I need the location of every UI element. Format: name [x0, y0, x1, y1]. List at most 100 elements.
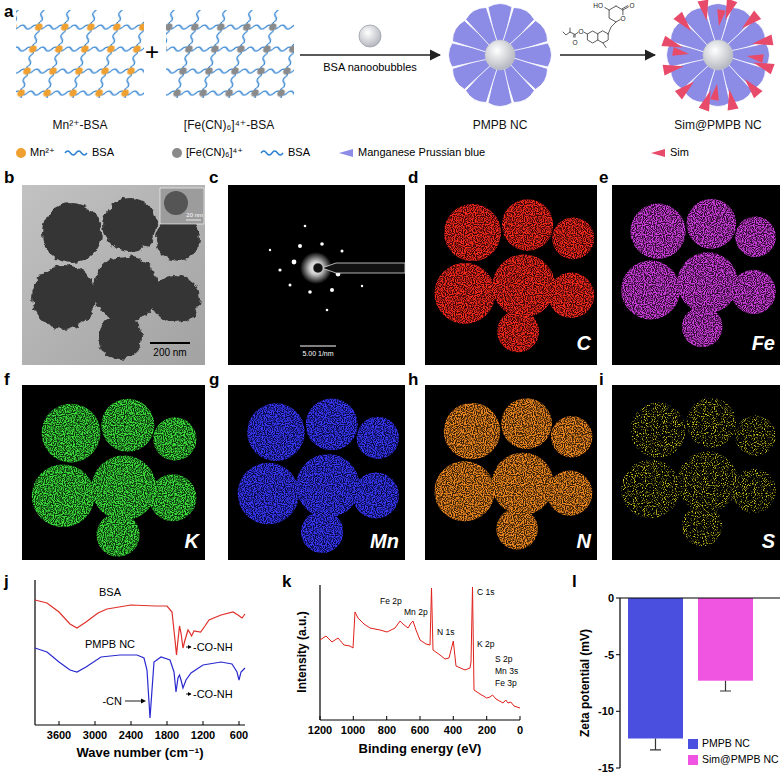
figure-label: C 1s — [477, 588, 494, 598]
figure-label: 600 — [230, 729, 248, 742]
figure-label: l — [572, 572, 577, 592]
simvastatin-structure — [608, 22, 616, 34]
sim-pmpb-flower — [674, 77, 697, 100]
sim-pmpb-flower — [722, 88, 738, 111]
xps-chart — [320, 716, 520, 720]
element-map-n — [434, 398, 592, 549]
legend-line-sample — [65, 151, 87, 155]
element-map-c — [435, 199, 595, 352]
node-label: PMPB NC — [471, 118, 530, 132]
element-map-k — [32, 399, 197, 557]
element-map-c — [435, 199, 595, 352]
element-map-mn — [228, 385, 405, 560]
saed-pattern — [289, 284, 292, 287]
process-arrow — [300, 54, 440, 56]
legend-swatch — [688, 755, 698, 765]
tem-image — [22, 185, 205, 365]
process-arrow — [560, 54, 655, 56]
edge-label: BSA nanoobubbles — [321, 61, 419, 74]
figure-label: Fe — [752, 332, 775, 355]
element-map-fe — [621, 199, 776, 347]
figure-label: 5.00 1/nm — [302, 350, 333, 358]
figure-label: 0 — [517, 724, 523, 737]
element-map-fe — [621, 199, 776, 347]
legend-line-sample — [260, 148, 284, 158]
figure-label: K — [185, 530, 199, 553]
figure-label: -10 — [598, 705, 614, 718]
figure-label: j — [4, 572, 9, 592]
ftir-chart — [188, 645, 192, 649]
xps-chart — [320, 587, 520, 708]
sim-pmpb-flower — [751, 59, 774, 75]
saed-pattern — [326, 309, 329, 312]
simvastatin-structure — [563, 28, 575, 35]
ftir-chart — [35, 600, 245, 655]
legend-label: PMPB NC — [702, 737, 750, 749]
zeta-bar-chart — [628, 598, 683, 739]
element-map-c — [425, 185, 597, 365]
ftir-chart — [35, 580, 245, 725]
node-label: Mn²⁺-BSA — [50, 118, 109, 132]
mn-bsa-network — [16, 10, 144, 98]
figure-label: -CO-NH — [193, 688, 233, 701]
scheme-node: [Fe(CN)₆]⁴⁺-BSA — [158, 8, 300, 132]
figure-label: S — [762, 530, 775, 553]
figure-label: e — [599, 168, 608, 188]
sim-pmpb-flower — [662, 59, 685, 75]
ftir-chart — [125, 701, 142, 702]
ftir-chart — [141, 699, 146, 704]
figure-label: N 1s — [437, 628, 454, 638]
saed-pattern — [269, 249, 271, 251]
legend-line-sample — [64, 148, 88, 158]
figure-label: Zeta potential (mV) — [579, 629, 593, 737]
node-label: [Fe(CN)₆]⁴⁺-BSA — [182, 118, 276, 132]
element-map-fe — [621, 199, 776, 347]
ftir-chart — [34, 580, 35, 725]
scheme-node: Sim@PMPB NC — [655, 0, 781, 132]
simvastatin-structure — [622, 6, 628, 10]
figure-label: O — [620, 15, 625, 22]
sim-pmpb-flower — [698, 88, 714, 111]
ftir-chart — [35, 724, 245, 725]
tem-image — [160, 188, 204, 224]
figure-label: -5 — [604, 649, 614, 662]
legend-swatch — [650, 148, 666, 158]
sim-pmpb-flower — [697, 0, 713, 22]
pmpb-flower — [449, 4, 552, 107]
element-map-c — [425, 185, 597, 365]
xps-chart — [320, 585, 520, 720]
tem-image — [22, 185, 205, 365]
legend-label: Sim@PMPB NC — [702, 753, 779, 765]
saed-pattern — [308, 290, 312, 294]
figure-label: Mn 3s — [495, 667, 518, 677]
simvastatin-structure — [584, 32, 587, 34]
legend-swatch — [338, 148, 354, 158]
simvastatin-structure — [587, 31, 597, 43]
saed-pattern — [322, 263, 405, 273]
sim-pmpb-flower — [716, 9, 726, 27]
legend-line-sample — [261, 151, 283, 155]
fe-bsa-network — [166, 10, 294, 98]
legend-label: [Fe(CN)₆]⁴⁺ — [186, 146, 243, 159]
legend-label: Manganese Prussian blue — [358, 146, 485, 159]
element-map-n — [434, 398, 592, 549]
simvastatin-structure — [574, 32, 578, 37]
element-map-mn — [238, 398, 399, 553]
saed-pattern — [320, 242, 324, 246]
figure-label: i — [599, 370, 604, 390]
element-map-mn — [238, 398, 399, 553]
legend-label: BSA — [92, 146, 114, 159]
element-map-n — [434, 398, 592, 549]
element-map-n — [425, 385, 597, 560]
simvastatin-structure — [609, 6, 620, 22]
figure-label: d — [408, 168, 418, 188]
simvastatin-structure — [605, 8, 609, 11]
figure-label: Mn — [370, 530, 399, 553]
saed-pattern — [298, 244, 302, 248]
figure-label: 0 — [608, 592, 614, 605]
saed-pattern — [304, 225, 307, 228]
saed-pattern — [300, 345, 336, 346]
legend-swatch — [16, 148, 26, 158]
